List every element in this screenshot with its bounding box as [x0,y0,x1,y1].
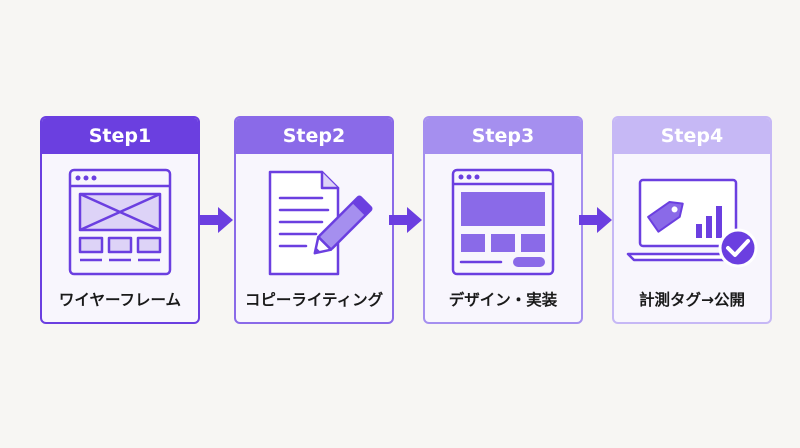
step-label-2: コピーライティング [244,291,384,309]
arrow-right-icon [579,207,612,233]
arrow-right-icon [389,207,422,233]
step-label-3: デザイン・実装 [448,291,558,309]
document-pencil-icon [268,170,373,276]
step-header-2: Step2 [236,118,392,154]
wireframe-icon [68,168,172,276]
step-card-4: Step4 計測タグ→公開 [612,116,772,324]
step-card-2: Step2 コピーライティング [234,116,394,324]
step-card-1: Step1 ワイヤーフレーム [40,116,200,324]
step-label-1: ワイヤーフレーム [58,291,182,309]
step-card-3: Step3 デザイン・実装 [423,116,583,324]
step-header-4: Step4 [614,118,770,154]
laptop-tag-check-icon [626,178,758,268]
design-layout-icon [451,168,555,276]
step-header-1: Step1 [42,118,198,154]
step-label-4: 計測タグ→公開 [639,291,745,309]
step-header-3: Step3 [425,118,581,154]
arrow-right-icon [200,207,233,233]
